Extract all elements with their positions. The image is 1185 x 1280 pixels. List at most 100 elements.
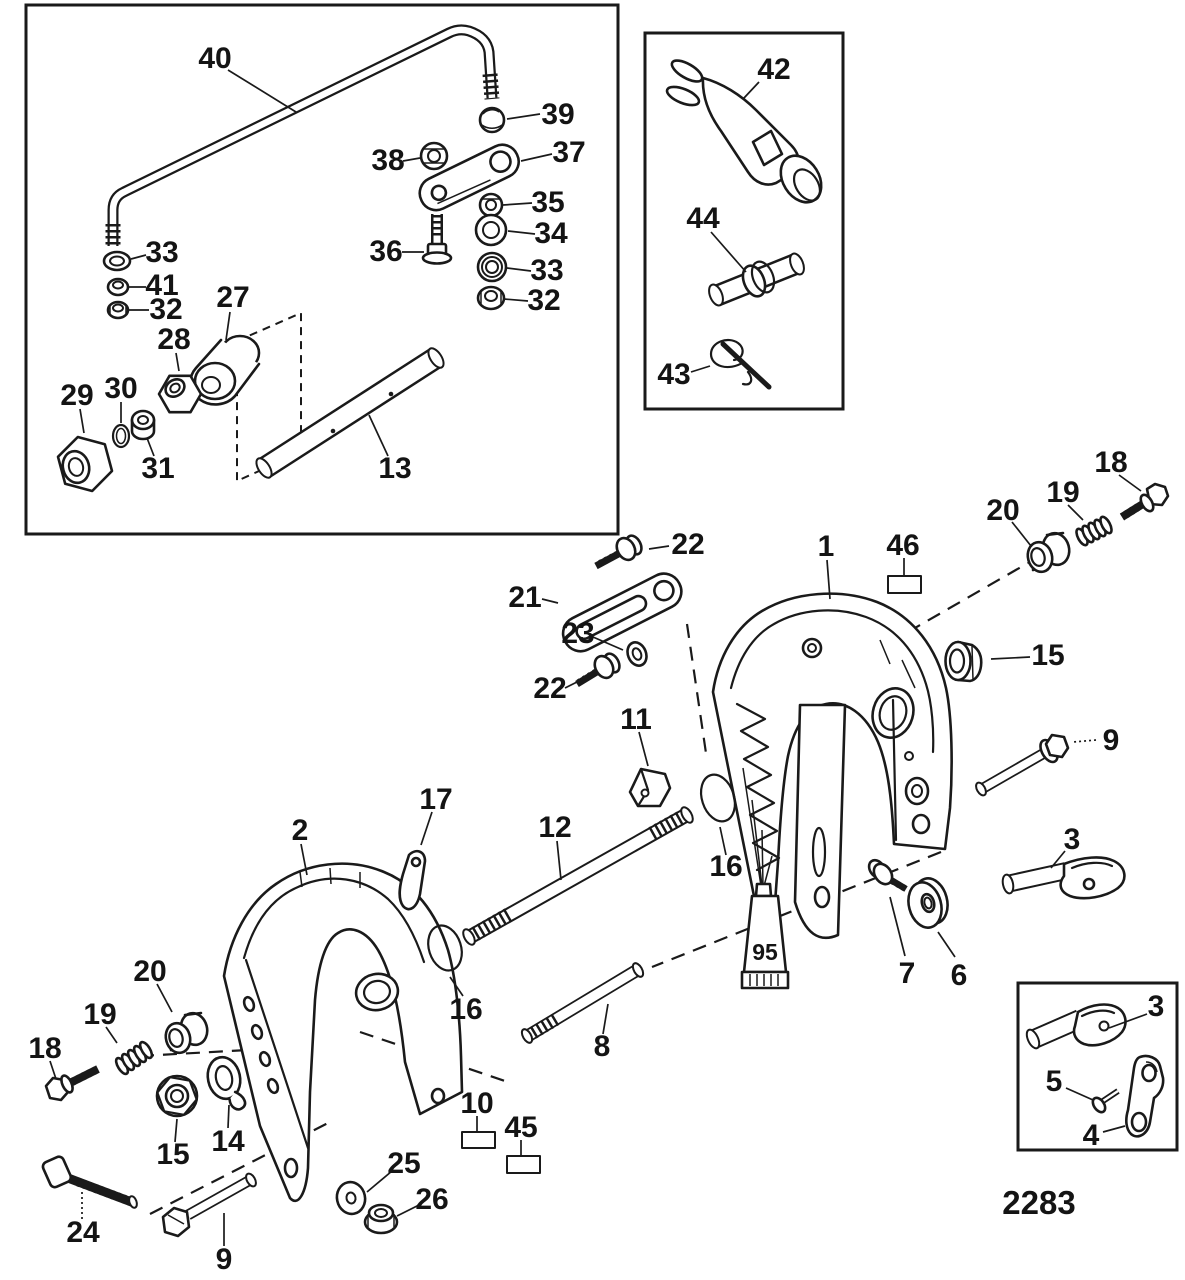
callout-21: 21 xyxy=(508,581,541,614)
callout-22-bottom: 22 xyxy=(533,672,566,705)
part-locknut-38 xyxy=(419,141,449,171)
parts-box-border xyxy=(24,3,620,536)
part-nut-26 xyxy=(363,1203,399,1235)
part-plug-11 xyxy=(628,767,672,808)
callout-42: 42 xyxy=(757,53,790,86)
part-washer-33-right xyxy=(476,251,508,283)
bracket-1-inner-leg xyxy=(793,703,847,940)
part-bushing-20-right xyxy=(1026,531,1071,574)
part-washer-14 xyxy=(206,1055,247,1111)
part-washer-6 xyxy=(907,877,949,929)
callout-32-right: 32 xyxy=(527,284,560,317)
parts-box-border-3 xyxy=(1016,981,1179,1152)
callout-20-left: 20 xyxy=(133,955,166,988)
callout-26: 26 xyxy=(415,1183,448,1216)
part-washer-33-left xyxy=(102,250,132,272)
callout-16-right: 16 xyxy=(709,850,742,883)
part-screw-22-bottom xyxy=(575,652,621,687)
callout-2: 2 xyxy=(292,814,309,847)
part-bolt-9-bottom xyxy=(161,1172,257,1238)
decal-rect-46 xyxy=(887,575,922,594)
figure-number: 2283 xyxy=(1002,1184,1075,1221)
part-cap-nut-39 xyxy=(478,106,506,134)
part-clamp-bracket-1 xyxy=(711,592,953,940)
part-spring-clip-42 xyxy=(665,59,823,204)
callout-35: 35 xyxy=(531,186,564,219)
callout-25: 25 xyxy=(387,1147,420,1180)
callout-41: 41 xyxy=(145,269,178,302)
callout-39: 39 xyxy=(541,98,574,131)
tilt-lock-parts-box: 42 44 43 xyxy=(643,31,845,411)
callout-3-right: 3 xyxy=(1064,823,1081,856)
callout-31: 31 xyxy=(141,452,174,485)
part-bolt-24 xyxy=(41,1155,138,1209)
callout-19-left: 19 xyxy=(83,998,116,1031)
callout-16-left: 16 xyxy=(449,993,482,1026)
callout-19-right: 19 xyxy=(1046,476,1079,509)
callout-9-bottom: 9 xyxy=(216,1243,233,1276)
part-bolt-18-right xyxy=(1119,482,1170,521)
callout-33-left: 33 xyxy=(145,236,178,269)
leader-lines-box-c xyxy=(1065,1013,1148,1133)
part-bolt-18-left xyxy=(44,1065,100,1102)
callout-8: 8 xyxy=(594,1030,611,1063)
callout-32-left: 32 xyxy=(149,293,182,326)
tilt-lock-kit-box: 3 5 4 xyxy=(1016,981,1179,1152)
callout-18-left: 18 xyxy=(28,1032,61,1065)
callout-37: 37 xyxy=(552,136,585,169)
part-link-plate-21 xyxy=(561,572,683,653)
callout-27: 27 xyxy=(216,281,249,314)
part-bushing-31 xyxy=(130,409,156,441)
part-tilt-stop-lever-17 xyxy=(398,849,427,911)
part-pivot-pin-44 xyxy=(708,252,805,307)
part-nut-15-right xyxy=(944,640,983,683)
part-tilt-tube-13 xyxy=(255,347,445,479)
callout-7: 7 xyxy=(899,957,916,990)
part-washer-30 xyxy=(111,423,131,449)
callout-23: 23 xyxy=(561,617,594,650)
part-hairpin-clip-43 xyxy=(709,338,772,390)
part-handle-3-kit xyxy=(1025,1003,1127,1050)
part-locknut-32-right xyxy=(476,285,506,311)
callout-9-right: 9 xyxy=(1103,724,1120,757)
part-bushing-20-left xyxy=(164,1011,209,1055)
part-nut-28 xyxy=(157,374,203,414)
callout-11: 11 xyxy=(620,703,652,736)
part-bolt-9-right xyxy=(975,733,1070,797)
part-bushing-41 xyxy=(106,277,130,297)
part-bushing-27 xyxy=(189,334,261,406)
callout-17: 17 xyxy=(419,783,452,816)
callout-34: 34 xyxy=(534,217,568,250)
decal-rect-45 xyxy=(506,1155,541,1174)
callout-30: 30 xyxy=(104,372,137,405)
leader-lines-box-b xyxy=(690,81,760,373)
callout-43: 43 xyxy=(657,358,690,391)
leader-lines-box-a xyxy=(79,69,553,457)
part-oring-16-right xyxy=(699,773,737,823)
callout-10: 10 xyxy=(460,1087,493,1120)
callout-33-right: 33 xyxy=(530,254,563,287)
part-spring-19-left xyxy=(114,1040,154,1076)
tube-95-label: 95 xyxy=(752,939,778,965)
callout-46: 46 xyxy=(886,529,919,562)
callout-1: 1 xyxy=(818,530,835,563)
callout-40: 40 xyxy=(198,42,231,75)
callout-3-kit: 3 xyxy=(1148,990,1165,1023)
part-nut-15-left xyxy=(155,1074,199,1118)
callout-20-right: 20 xyxy=(986,494,1019,527)
callout-15-left: 15 xyxy=(156,1138,189,1171)
steering-link-parts-box: 40 39 38 37 35 34 36 33 32 33 41 32 27 2… xyxy=(24,3,620,536)
callout-22-top: 22 xyxy=(671,528,704,561)
callout-29: 29 xyxy=(60,379,93,412)
locator-dashed-outline xyxy=(236,311,302,483)
callout-15-right: 15 xyxy=(1031,639,1064,672)
callout-4: 4 xyxy=(1083,1119,1100,1152)
callout-18-right: 18 xyxy=(1094,446,1127,479)
part-washer-34 xyxy=(474,213,508,247)
callout-38: 38 xyxy=(371,144,404,177)
part-lock-rod-8 xyxy=(520,962,645,1044)
part-clamp-bracket-2 xyxy=(222,862,464,1203)
part-pin-5 xyxy=(1091,1088,1120,1114)
